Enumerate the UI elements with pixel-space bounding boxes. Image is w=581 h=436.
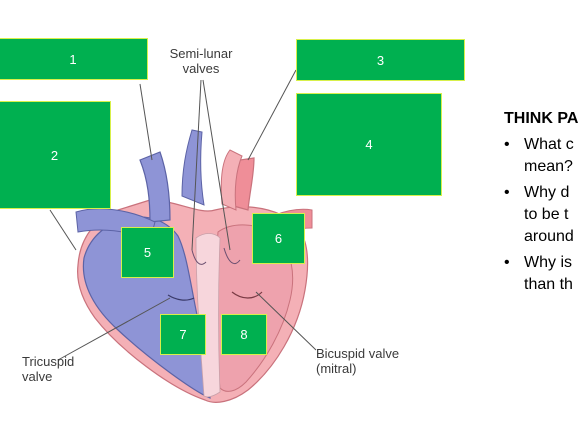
leader-line-semilunar-b bbox=[202, 79, 231, 251]
think-question-3: • Why is than th bbox=[504, 252, 578, 296]
think-question-2-line2: to be t bbox=[524, 206, 569, 223]
label-box-6[interactable]: 6 bbox=[252, 213, 305, 264]
bicuspid-label-line2: (mitral) bbox=[316, 361, 357, 376]
semilunar-valve-left bbox=[191, 249, 207, 265]
bullet-icon: • bbox=[504, 136, 510, 153]
tricuspid-label-line2: valve bbox=[22, 369, 53, 384]
tricuspid-label-line1: Tricuspid bbox=[22, 354, 75, 369]
bullet-icon: • bbox=[504, 254, 510, 271]
pulmonary-trunk bbox=[181, 129, 205, 206]
leader-line-bicuspid bbox=[255, 291, 317, 351]
label-box-4[interactable]: 4 bbox=[296, 93, 442, 196]
semilunar-label-line1: Semi-lunar bbox=[169, 46, 233, 61]
bicuspid-label: Bicuspid valve (mitral) bbox=[316, 346, 399, 376]
think-question-3-line2: than th bbox=[524, 276, 573, 293]
bicuspid-valve bbox=[231, 291, 263, 299]
think-question-3-line1: Why is bbox=[524, 254, 572, 271]
bicuspid-label-line1: Bicuspid valve bbox=[316, 346, 400, 361]
semilunar-label: Semi-lunar valves bbox=[165, 46, 237, 76]
think-question-2-line3: around bbox=[524, 228, 574, 245]
think-question-1-line2: mean? bbox=[524, 158, 573, 175]
semilunar-valve-right bbox=[223, 247, 241, 264]
think-title: THINK PA bbox=[504, 110, 579, 127]
label-box-1[interactable]: 1 bbox=[0, 38, 148, 80]
leader-line-3 bbox=[247, 69, 297, 161]
think-question-2: • Why d to be t around bbox=[504, 182, 578, 248]
tricuspid-label: Tricuspid valve bbox=[22, 354, 74, 384]
label-box-7[interactable]: 7 bbox=[160, 314, 206, 355]
aortic-arch bbox=[220, 149, 243, 211]
tricuspid-valve bbox=[167, 294, 195, 301]
vena-cava-upper bbox=[139, 151, 171, 223]
think-questions: • What c mean? • Why d to be t around • … bbox=[504, 134, 578, 296]
think-question-1-line1: What c bbox=[524, 136, 574, 153]
semilunar-label-line2: valves bbox=[182, 61, 220, 76]
label-box-3[interactable]: 3 bbox=[296, 39, 465, 81]
think-question-1: • What c mean? bbox=[504, 134, 578, 178]
bullet-icon: • bbox=[504, 184, 510, 201]
leader-line-2 bbox=[49, 209, 77, 251]
leader-line-1 bbox=[139, 83, 153, 161]
leader-line-semilunar-a bbox=[191, 79, 202, 251]
think-panel: THINK PA • What c mean? • Why d to be t … bbox=[504, 110, 578, 300]
label-box-2[interactable]: 2 bbox=[0, 101, 111, 209]
leader-line-tricuspid bbox=[57, 297, 171, 361]
label-box-8[interactable]: 8 bbox=[221, 314, 267, 355]
label-box-5[interactable]: 5 bbox=[121, 227, 174, 278]
think-question-2-line1: Why d bbox=[524, 184, 570, 201]
